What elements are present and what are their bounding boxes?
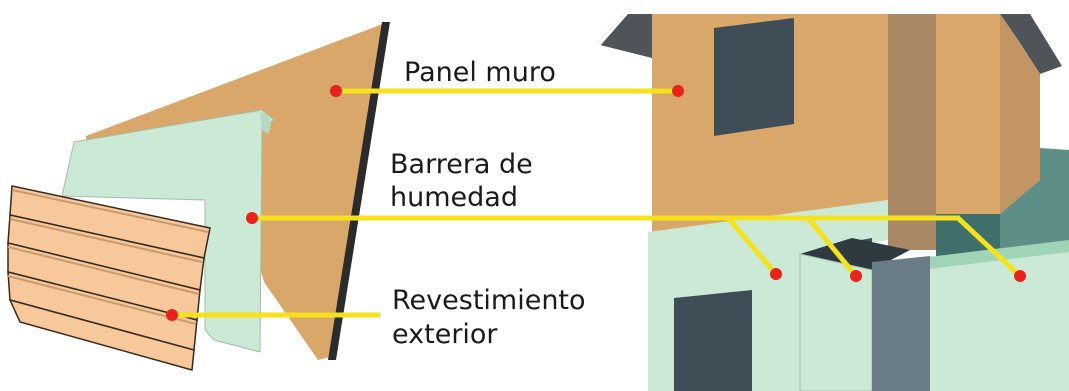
marker-dot [770,268,782,280]
roof-right [1000,14,1062,74]
siding-boards [7,185,211,371]
siding-board [8,298,195,371]
label-panel-muro: Panel muro [404,57,556,88]
house-lower-window [674,290,752,391]
house-side-wall-far [1000,14,1040,214]
leader-line-barrier-branch [726,216,778,276]
wall-panel-edge [328,22,390,360]
marker-dot [850,270,862,282]
house-upper-window [714,18,794,136]
house-side-barrier [1000,148,1069,258]
house-lower-barrier-right [930,248,1069,391]
label-barrera-line1: Barrera de [390,149,533,180]
leader-lines [172,88,1022,318]
label-revestimiento-line1: Revestimiento [392,285,586,316]
roof-left-edge [596,14,628,46]
marker-dot [330,85,342,97]
marker-dot [246,212,258,224]
leader-line-barrier-branch [806,216,858,278]
house-column [872,256,930,391]
label-barrera-line2: humedad [390,182,518,213]
roof-left [596,14,652,58]
marker-dot [166,309,178,321]
markers [166,85,1026,321]
moisture-barrier-fold [260,112,271,134]
house-corner-post [888,14,936,250]
marker-dot [672,85,684,97]
marker-dot [1014,270,1026,282]
leader-line-barrier-branch [956,216,1022,278]
house-side-wall [936,14,1000,214]
moisture-barrier-sheet [61,109,275,353]
label-revestimiento-line2: exterior [392,319,498,350]
